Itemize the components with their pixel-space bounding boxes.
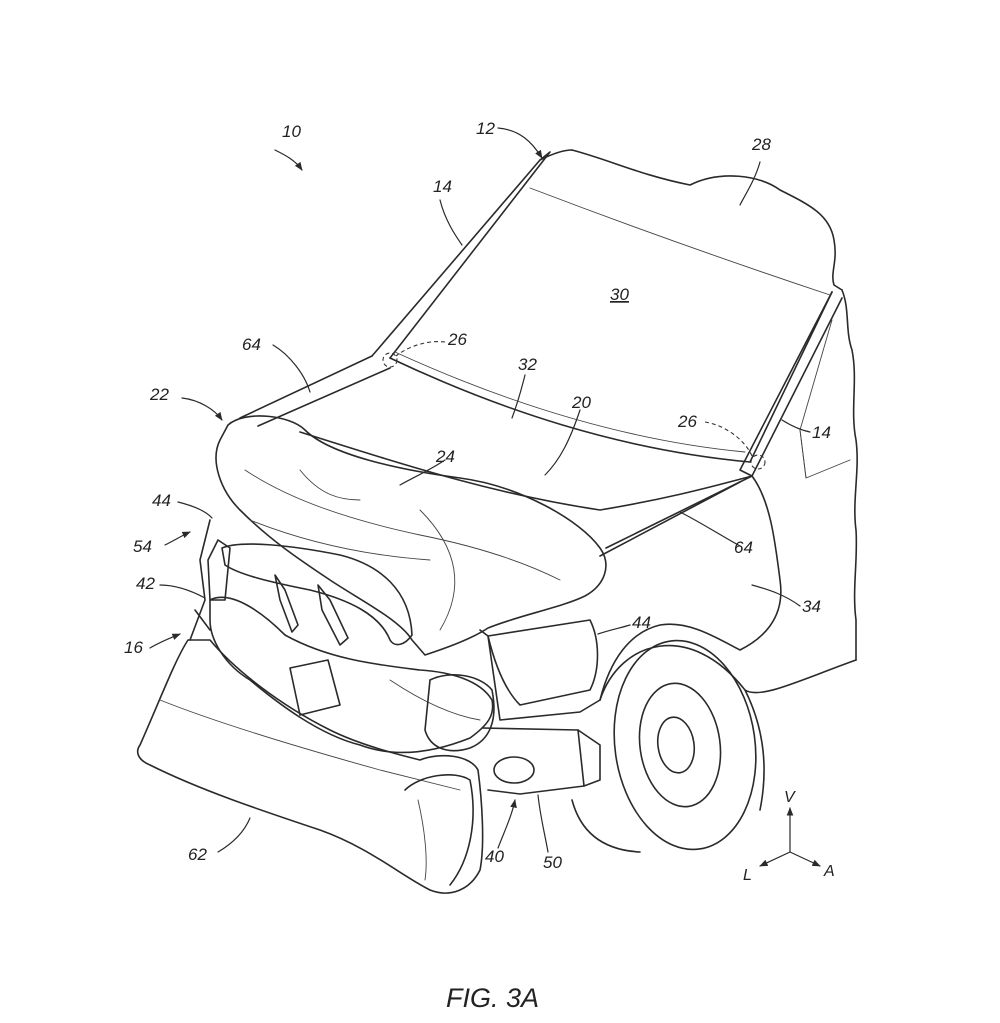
right-fender-lower <box>744 659 857 694</box>
ref-14-right: 14 <box>812 423 831 442</box>
vehicle-drawing <box>189 149 858 853</box>
roof-front-edge <box>539 149 573 161</box>
right-door-line <box>799 429 807 479</box>
lower-cushion-end-2 <box>417 799 427 881</box>
ref-26-left: 26 <box>447 330 467 349</box>
ref-44-right: 44 <box>632 613 651 632</box>
ref-30: 30 <box>610 285 629 304</box>
ref-64-left: 64 <box>242 335 261 354</box>
ref-34: 34 <box>802 597 821 616</box>
ref-20: 20 <box>571 393 591 412</box>
wheel-arch <box>599 644 765 811</box>
axis-label-l: L <box>743 867 752 884</box>
hood-airbag-fold-1 <box>244 469 561 581</box>
hood-front-edge <box>299 431 753 511</box>
lower-cushion-airbag <box>136 639 484 894</box>
hood-left-edge <box>239 355 373 419</box>
ref-64-right: 64 <box>734 538 753 557</box>
grille-slot-2 <box>317 584 349 646</box>
hood-airbag-fold-4 <box>419 509 456 631</box>
right-corner-airbag <box>424 674 495 752</box>
ref-26-right: 26 <box>677 412 697 431</box>
airbag-assembly <box>136 415 607 894</box>
lower-cushion-end <box>404 774 474 886</box>
hood-left-edge-2 <box>257 367 391 427</box>
right-cabin-break <box>841 289 858 661</box>
left-headlamp <box>207 539 231 601</box>
ref-42: 42 <box>136 574 155 593</box>
sensor-right <box>750 454 766 470</box>
left-a-pillar <box>371 151 551 359</box>
hood-airbag-fold-3 <box>299 469 361 501</box>
fog-lamp <box>493 756 535 784</box>
grille-airbag <box>221 543 413 646</box>
ref-40: 40 <box>485 847 504 866</box>
bumper-airbag <box>209 596 494 754</box>
ref-54: 54 <box>133 537 152 556</box>
left-front-body <box>189 519 211 641</box>
left-front-lower <box>194 609 211 631</box>
front-wheel-hub <box>656 716 696 774</box>
bumper-lower-skirt <box>571 799 641 853</box>
front-wheel-tire <box>613 639 757 851</box>
ref-10: 10 <box>282 122 301 141</box>
ref-28: 28 <box>751 135 771 154</box>
hood-right-edge-2 <box>599 481 741 557</box>
ref-32: 32 <box>518 355 537 374</box>
front-grille-right <box>479 629 601 721</box>
ref-12: 12 <box>476 119 495 138</box>
sensor-left <box>382 352 398 368</box>
ref-44-left: 44 <box>152 491 171 510</box>
ref-50: 50 <box>543 853 562 872</box>
windshield-inner <box>394 351 746 453</box>
windshield <box>389 291 833 463</box>
ref-24: 24 <box>435 447 455 466</box>
hood-airbag-fold-2 <box>249 519 431 561</box>
bumper-airbag-fold <box>389 679 481 721</box>
windshield-top <box>529 187 831 296</box>
axis-label-v: V <box>784 789 796 806</box>
right-fender <box>599 475 782 701</box>
roof-cutaway <box>571 149 843 291</box>
leader-lines <box>149 127 811 853</box>
ref-14-left: 14 <box>433 177 452 196</box>
right-a-pillar <box>739 291 843 477</box>
axis-indicator: V L A <box>743 789 835 884</box>
reference-numerals: 10 12 28 14 30 64 26 32 22 20 26 14 24 4… <box>124 119 831 872</box>
bumper-bottom <box>577 729 601 787</box>
front-wheel-rim <box>638 682 722 808</box>
axis-label-a: A <box>823 863 835 880</box>
figure-caption: FIG. 3A <box>446 983 539 1013</box>
hood-airbag <box>215 415 607 656</box>
ref-62: 62 <box>188 845 207 864</box>
ref-22: 22 <box>149 385 169 404</box>
ref-16: 16 <box>124 638 143 657</box>
lower-cushion-seam <box>159 699 461 791</box>
license-plate <box>289 659 341 716</box>
right-headlamp <box>487 619 599 706</box>
front-bumper <box>481 727 585 795</box>
grille-slot-1 <box>274 574 299 633</box>
